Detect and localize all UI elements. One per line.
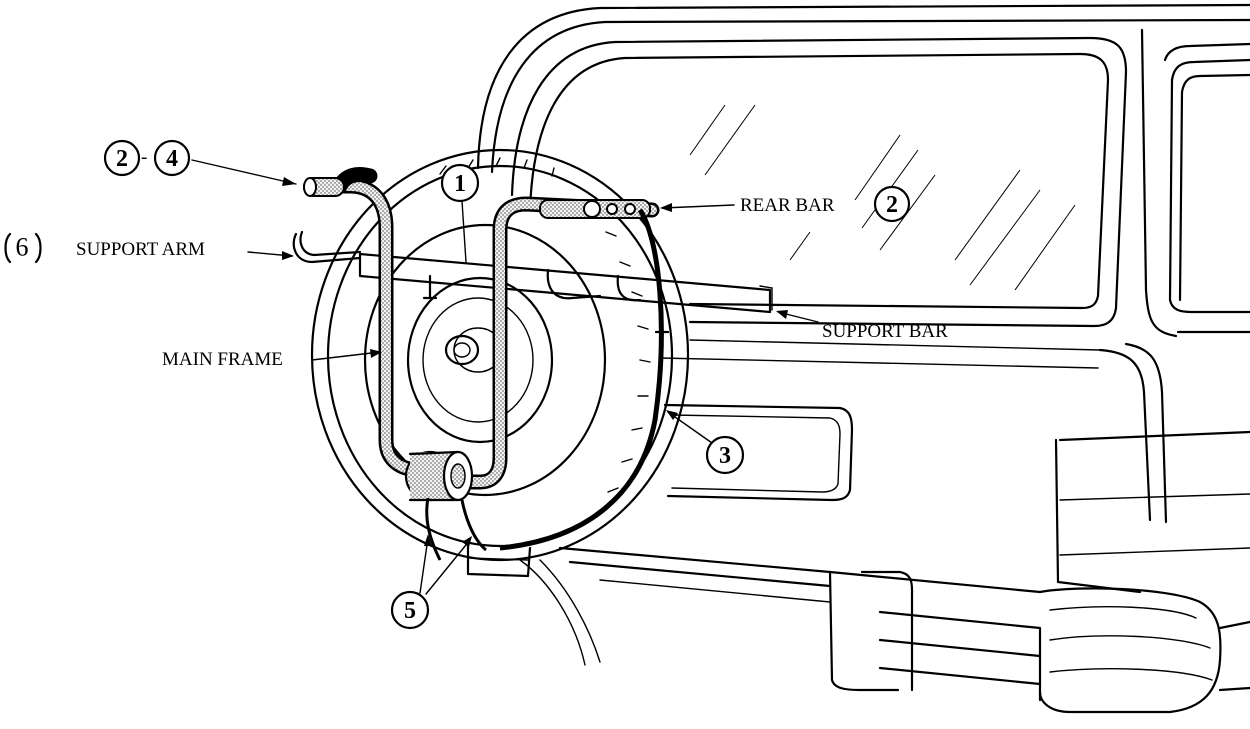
- callout-dash: -: [141, 147, 147, 168]
- leader-1: [461, 200, 467, 263]
- straps: [425, 208, 664, 561]
- callout-5: 5: [390, 590, 430, 630]
- vehicle-body: [476, 3, 1250, 714]
- leader-4: [191, 159, 297, 185]
- spare-tire: [310, 148, 690, 578]
- callout-6: 6: [4, 233, 42, 264]
- callout-number: 3: [719, 443, 731, 469]
- support-bar-label: SUPPORT BAR: [822, 321, 948, 342]
- rear-bar: [539, 199, 651, 219]
- support-arm-hooks: [292, 230, 642, 302]
- main-frame-tube: [304, 166, 428, 478]
- support-arm-label: SUPPORT ARM: [76, 239, 205, 260]
- leader-rear-bar: [661, 204, 735, 209]
- callout-1: 1: [440, 163, 480, 203]
- callout-number: 2: [116, 146, 128, 172]
- main-frame-label: MAIN FRAME: [162, 349, 283, 370]
- callout-number: 6: [16, 233, 29, 262]
- callout-3: 3: [705, 435, 745, 475]
- callout-2-left: 2: [103, 139, 141, 177]
- callout-2-right: 2: [873, 185, 911, 223]
- foam-pad: [404, 450, 474, 502]
- support-bar-beam: [358, 252, 773, 314]
- leader-3: [667, 411, 713, 444]
- callout-number: 2: [886, 192, 898, 218]
- callouts: 2 - 4 6 SUPPORT ARM MAIN FRAME 1: [4, 139, 948, 630]
- callout-number: 4: [166, 146, 178, 172]
- callout-number: 1: [454, 171, 466, 197]
- left-bar-end: [303, 177, 345, 197]
- leader-5b: [425, 539, 471, 595]
- rear-bar-label: REAR BAR: [740, 195, 835, 216]
- callout-number: 5: [404, 598, 416, 624]
- leader-5a: [419, 537, 429, 594]
- leader-main-frame: [311, 351, 381, 361]
- main-frame-tube-right: [444, 196, 660, 490]
- bike-rack: [292, 166, 773, 561]
- callout-4: 4: [153, 139, 191, 177]
